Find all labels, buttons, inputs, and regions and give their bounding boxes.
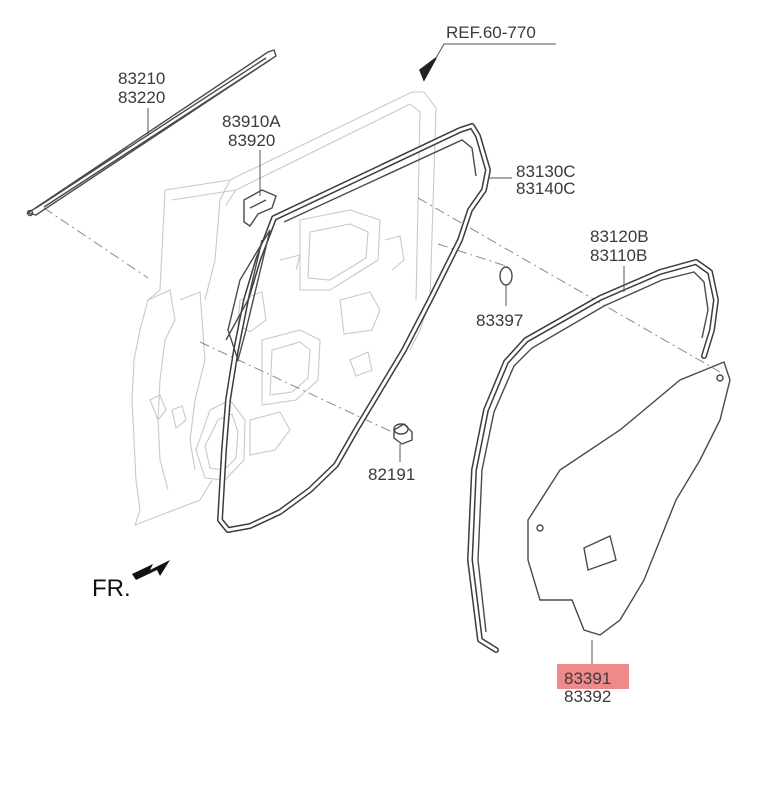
belt-moulding[interactable] (26, 49, 277, 217)
label-83120b[interactable]: 83120B (590, 227, 649, 246)
front-arrow-icon (132, 560, 170, 580)
label-83220[interactable]: 83220 (118, 88, 165, 107)
hole-plug[interactable] (499, 266, 513, 286)
label-83397[interactable]: 83397 (476, 311, 523, 330)
label-83130c[interactable]: 83130C (516, 162, 576, 181)
label-82191[interactable]: 82191 (368, 465, 415, 484)
label-83140c[interactable]: 83140C (516, 179, 576, 198)
glass-channel[interactable] (243, 189, 277, 227)
leader-lines (147, 43, 625, 664)
label-83110b[interactable]: 83110B (590, 246, 647, 265)
label-83210[interactable]: 83210 (118, 69, 165, 88)
door-bumper[interactable] (393, 423, 413, 445)
label-83910a[interactable]: 83910A (222, 112, 281, 131)
label-front: FR. (92, 575, 131, 602)
door-weatherstrip[interactable] (467, 259, 719, 653)
ref-arrow-icon (419, 57, 437, 82)
label-83391[interactable]: 83391 (564, 669, 611, 688)
part-highlight (557, 664, 629, 689)
body-weatherstrip[interactable] (217, 123, 491, 533)
label-ref[interactable]: REF.60-770 (446, 23, 536, 42)
waterproof-film[interactable] (527, 361, 731, 636)
label-83920[interactable]: 83920 (228, 131, 275, 150)
door-frame-outline (131, 91, 437, 526)
label-83392[interactable]: 83392 (564, 687, 611, 706)
